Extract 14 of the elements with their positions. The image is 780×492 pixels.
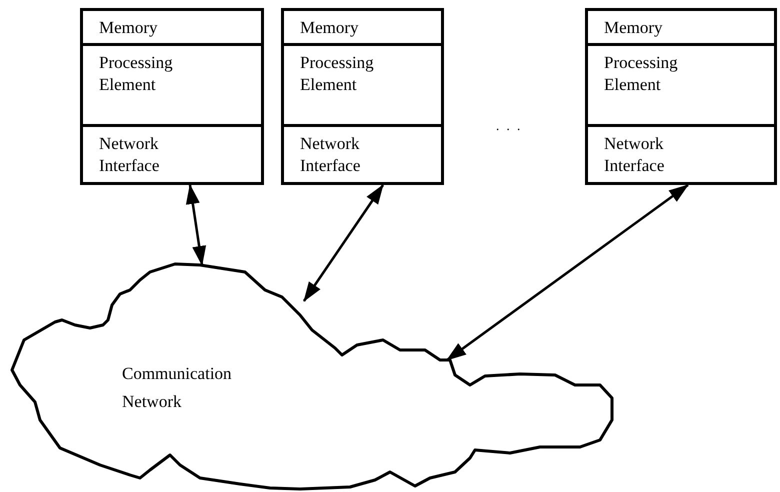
component-box: Processing Element [80,43,264,127]
component-box: Memory [585,8,777,46]
cloud-label: Communication Network [122,363,233,413]
component-box: Processing Element [585,43,777,127]
ellipsis-marks: . . . [496,118,522,134]
double-arrow [186,184,206,266]
component-box: Memory [281,8,444,46]
double-arrow [302,184,384,302]
double-arrow [446,184,689,362]
component-box: Network Interface [80,124,264,185]
component-box: Network Interface [281,124,444,185]
component-box: Network Interface [585,124,777,185]
component-box: Processing Element [281,43,444,127]
component-box: Memory [80,8,264,46]
